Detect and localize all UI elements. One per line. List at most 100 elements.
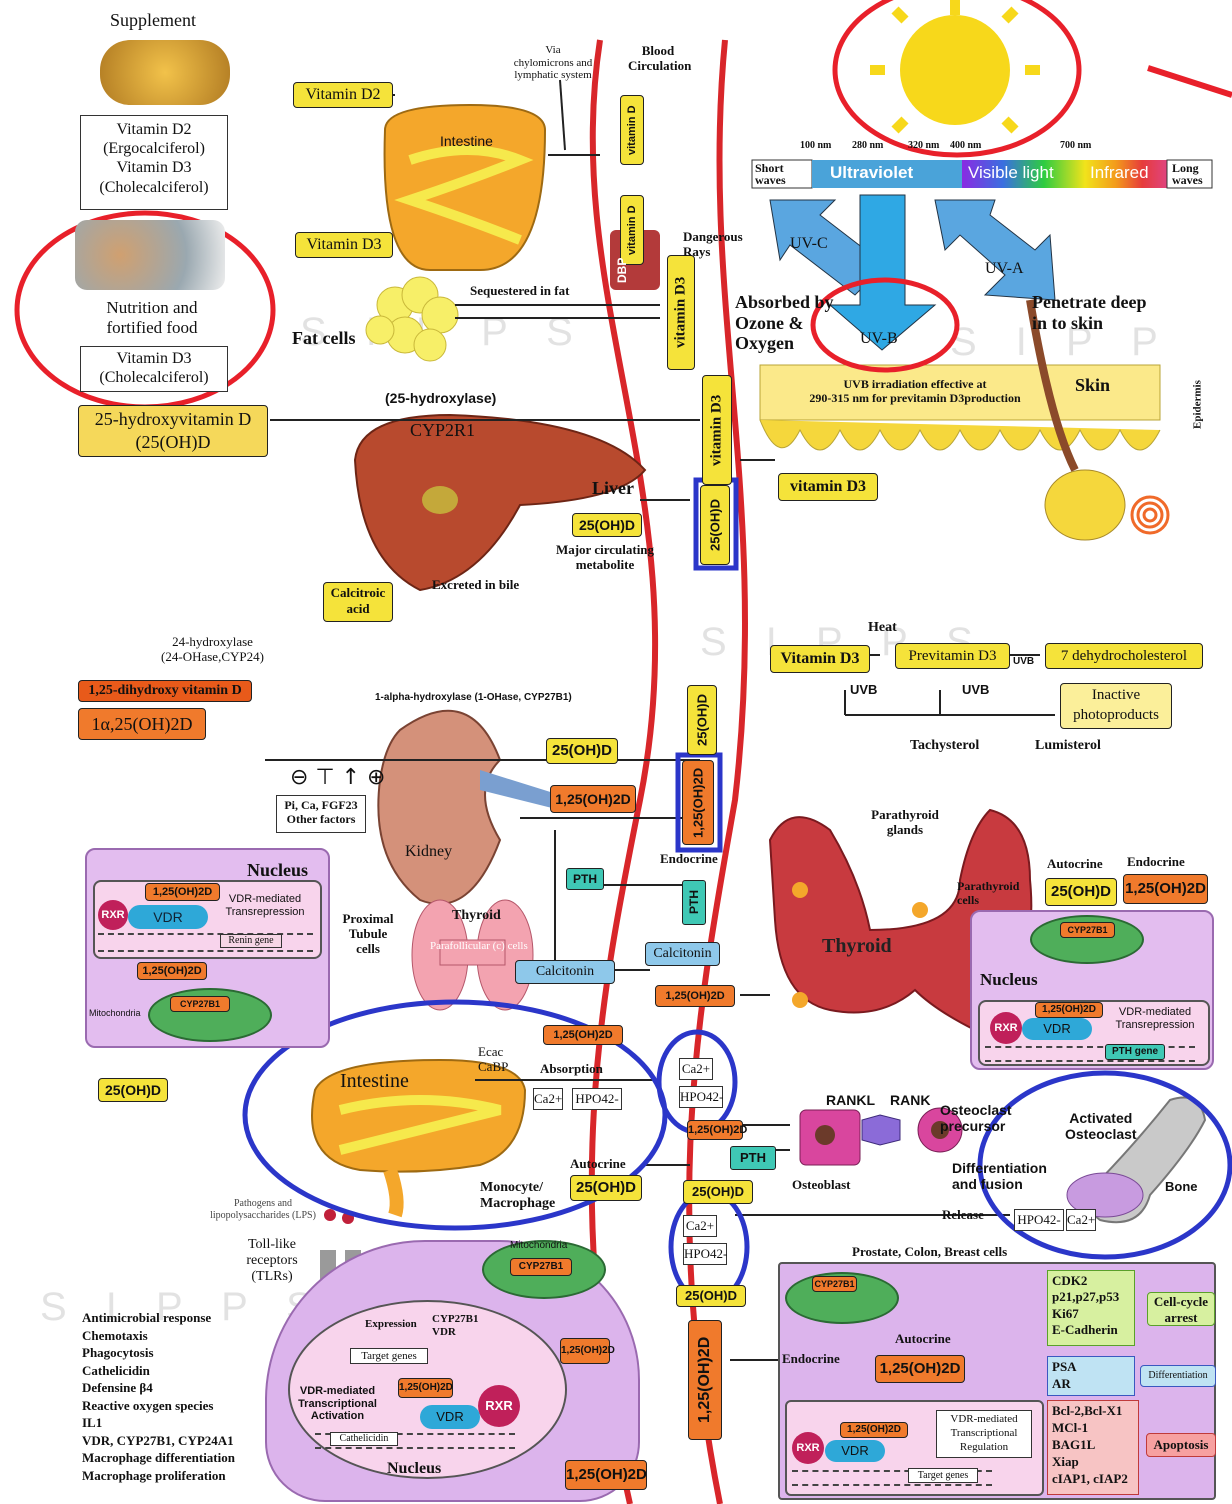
thyroid-large-label: Thyroid bbox=[822, 935, 892, 958]
activated-osteoclast-label: ActivatedOsteoclast bbox=[1065, 1110, 1137, 1142]
dihydroxy-macrophage-2: 1,25(OH)2D bbox=[398, 1378, 453, 1398]
sequestered-label: Sequestered in fat bbox=[470, 284, 569, 299]
dihydroxy-vitamin-d-box: 1,25-dihydroxy vitamin D bbox=[78, 680, 252, 702]
supplement-pills-image bbox=[100, 40, 230, 105]
tachysterol-label: Tachysterol bbox=[910, 738, 979, 754]
nucleus-parathyroid-label: Nucleus bbox=[980, 970, 1038, 990]
dihydroxy-parathyroid-2: 1,25(OH)2D bbox=[1035, 1002, 1103, 1018]
vitamin-d2-box: Vitamin D2 bbox=[293, 82, 393, 108]
vitamin-d3-skin: vitamin D3 bbox=[778, 473, 878, 501]
annotation-red-sun bbox=[835, 0, 1079, 155]
cyp27b1-macrophage-box: CYP27B1 bbox=[510, 1258, 572, 1276]
liver-label: Liver bbox=[592, 478, 634, 499]
bone-label: Bone bbox=[1165, 1180, 1198, 1195]
vdr-prostate-icon: VDR bbox=[825, 1440, 885, 1462]
epidermis-label: Epidermis bbox=[1188, 370, 1208, 440]
vitamin-d3-blood-2: vitamin D3 bbox=[702, 375, 732, 485]
vitamin-d3-blood-1: vitamin D3 bbox=[667, 255, 695, 370]
rank-label: RANK bbox=[890, 1092, 930, 1108]
inactive-photoproducts-box: Inactivephotoproducts bbox=[1060, 683, 1172, 729]
previtamin-box: Previtamin D3 bbox=[895, 643, 1010, 669]
lumisterol-label: Lumisterol bbox=[1035, 738, 1101, 754]
ca-intestine-box: Ca2+ bbox=[533, 1088, 563, 1110]
ca-blood-box: Ca2+ bbox=[679, 1058, 713, 1080]
dehydrocholesterol-box: 7 dehydrocholesterol bbox=[1045, 643, 1203, 669]
dihydroxy-prostate-box: 1,25(OH)2D bbox=[875, 1355, 965, 1383]
rxr-parathyroid-icon: RXR bbox=[990, 1012, 1022, 1044]
hpo4-intestine-box: HPO42- bbox=[572, 1088, 622, 1110]
cyp27b1-prostate-box: CYP27B1 bbox=[812, 1276, 857, 1292]
expression-label: Expression bbox=[365, 1318, 417, 1331]
dbp-label: DBP bbox=[612, 250, 632, 290]
dihydroxy-vertical-1: 1,25(OH)2D bbox=[682, 760, 714, 845]
ecac-cabp-label: EcacCaBP bbox=[478, 1045, 508, 1075]
nucleus-macrophage-label: Nucleus bbox=[387, 1460, 441, 1478]
parathyroid-cells-label: Parathyroidcells bbox=[957, 880, 1019, 908]
nm-700: 700 nm bbox=[1060, 140, 1091, 152]
short-waves-label: Shortwaves bbox=[755, 162, 786, 186]
endocrine-kidney-label: Endocrine bbox=[660, 852, 718, 867]
heat-label: Heat bbox=[868, 620, 897, 636]
vitamin-d-blood-1: vitamin D bbox=[620, 95, 644, 165]
prostate-title: Prostate, Colon, Breast cells bbox=[852, 1245, 1007, 1260]
dihydroxy-parathyroid-box: 1,25(OH)2D bbox=[1123, 874, 1208, 904]
dihydroxy-nucleus-left: 1,25(OH)2D bbox=[145, 883, 220, 901]
uvb-irradiation-note: UVB irradiation effective at290-315 nm f… bbox=[790, 378, 1040, 406]
target-genes-macrophage-box: Target genes bbox=[350, 1348, 428, 1364]
cyp2r1-label: CYP2R1 bbox=[410, 420, 475, 441]
renin-gene-box: Renin gene bbox=[220, 934, 282, 948]
differentiation-outcome-box: Differentiation bbox=[1140, 1365, 1216, 1387]
intestine-mid-label: Intestine bbox=[340, 1070, 409, 1093]
cyp-vdr-label: CYP27B1VDR bbox=[432, 1313, 478, 1338]
ohd-left-box: 25(OH)D bbox=[98, 1078, 168, 1102]
annotation-blue-ca-hpo4-top bbox=[659, 1032, 735, 1132]
one-alpha-hydroxylase-label: 1-alpha-hydroxylase (1-OHase, CYP27B1) bbox=[375, 692, 572, 704]
ultraviolet-label: Ultraviolet bbox=[830, 163, 913, 183]
vdr-parathyroid-icon: VDR bbox=[1022, 1018, 1092, 1040]
differentiation-genes-box: PSAAR bbox=[1047, 1356, 1135, 1396]
uva-label: UV-A bbox=[985, 260, 1024, 278]
nucleus-left-label: Nucleus bbox=[247, 860, 308, 881]
proximal-tubule-label: ProximalTubulecells bbox=[333, 912, 403, 957]
ohd-blood-lower-box: 25(OH)D bbox=[683, 1180, 753, 1204]
parafollicular-label: Parafollicular (c) cells bbox=[430, 940, 528, 953]
nutrition-label: Nutrition andfortified food bbox=[92, 298, 212, 337]
absorbed-label: Absorbed byOzone &Oxygen bbox=[735, 292, 834, 354]
apoptosis-genes-box: Bcl-2,Bcl-X1MCl-1BAG1LXiapcIAP1, cIAP2 bbox=[1047, 1400, 1139, 1495]
cathelicidin-gene-box: Cathelicidin bbox=[330, 1432, 398, 1446]
ca-lower-box: Ca2+ bbox=[683, 1215, 717, 1237]
ohd-macrophage-box: 25(OH)D bbox=[570, 1175, 642, 1201]
osteoclast-precursor-label: Osteoclastprecursor bbox=[940, 1102, 1012, 1134]
mitochondria-left-label: Mitochondria bbox=[89, 1008, 141, 1018]
autocrine-parathyroid-label: Autocrine bbox=[1047, 857, 1103, 872]
autocrine-macrophage-label: Autocrine bbox=[570, 1157, 626, 1172]
rxr-prostate-icon: RXR bbox=[792, 1432, 824, 1464]
kidney-label: Kidney bbox=[405, 843, 452, 861]
mitochondria-macrophage-label: Mitochondria bbox=[510, 1240, 567, 1252]
hydroxylase-label: (25-hydroxylase) bbox=[385, 390, 496, 406]
vdr-left-icon: VDR bbox=[128, 905, 208, 929]
vitamin-d2-d3-box: Vitamin D2 (Ergocalciferol) Vitamin D3 (… bbox=[80, 115, 228, 210]
nm-400: 400 nm bbox=[950, 140, 981, 152]
vitd2-name: (Ergocalciferol) bbox=[81, 139, 227, 158]
regulation-signs: ⊖ ⊤ ↑ ⊕ bbox=[290, 765, 385, 790]
cyp27b1-left-box: CYP27B1 bbox=[170, 996, 230, 1012]
nm-320: 320 nm bbox=[908, 140, 939, 152]
uvb-arrow-label-1: UVB bbox=[850, 683, 877, 698]
calcitonin-blood-box: Calcitonin bbox=[645, 942, 720, 966]
apoptosis-outcome-box: Apoptosis bbox=[1146, 1433, 1216, 1457]
pathogens-label: Pathogens andlipopolysaccharides (LPS) bbox=[188, 1198, 338, 1221]
uvb-label: UV-B bbox=[860, 330, 898, 348]
uvb-small-label: UVB bbox=[1013, 656, 1034, 668]
dihydroxy-left-2: 1,25(OH)2D bbox=[137, 962, 207, 980]
dihydroxy-prostate-2: 1,25(OH)2D bbox=[840, 1422, 908, 1438]
monocyte-macrophage-label: Monocyte/Macrophage bbox=[480, 1180, 555, 1212]
macrophage-responses-list: Antimicrobial response Chemotaxis Phagoc… bbox=[82, 1309, 235, 1484]
dihydroxy-vertical-bottom: 1,25(OH)2D bbox=[688, 1320, 722, 1440]
